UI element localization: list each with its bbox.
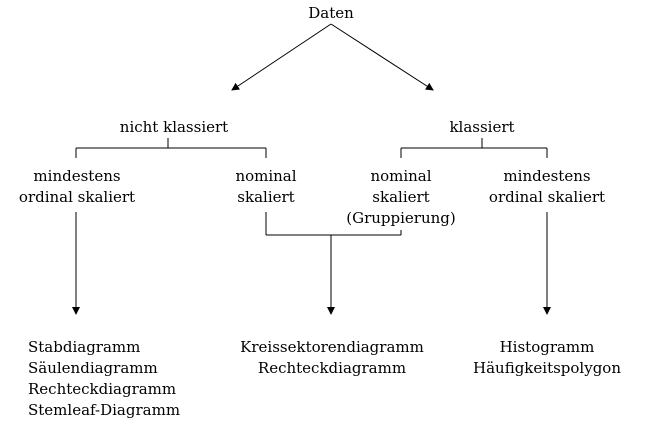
category-line: nominal xyxy=(235,167,297,185)
output-item: Häufigkeitspolygon xyxy=(473,359,621,377)
category-line: nominal xyxy=(370,167,432,185)
category-line: mindestens xyxy=(503,167,591,185)
output-right-list: Histogramm Häufigkeitspolygon xyxy=(473,337,621,379)
edge-root-right xyxy=(330,23,434,91)
root-node: Daten xyxy=(308,4,354,22)
category-line: ordinal skaliert xyxy=(488,188,606,206)
edge-root-left xyxy=(231,23,332,91)
branch-nicht-klassiert: nicht klassiert xyxy=(119,118,229,136)
category-line: mindestens xyxy=(33,167,121,185)
category-line: ordinal skaliert xyxy=(18,188,136,206)
output-item: Kreissektorendiagramm xyxy=(240,338,424,356)
output-left-list: Stabdiagramm Säulendiagramm Rechteckdiag… xyxy=(28,337,180,421)
output-item: Stabdiagramm xyxy=(28,338,141,356)
output-item: Rechteckdiagramm xyxy=(28,380,177,398)
category-left-ordinal: mindestens ordinal skaliert xyxy=(19,166,135,208)
output-item: Stemleaf-Diagramm xyxy=(28,401,181,419)
output-item: Rechteckdiagramm xyxy=(257,359,407,377)
category-left-nominal: nominal skaliert xyxy=(235,166,296,208)
output-middle-list: Kreissektorendiagramm Rechteckdiagramm xyxy=(240,337,424,379)
category-right-nominal: nominal skaliert (Gruppierung) xyxy=(346,166,456,229)
output-item: Säulendiagramm xyxy=(28,359,158,377)
branch-klassiert: klassiert xyxy=(449,118,515,136)
output-item: Histogramm xyxy=(499,338,595,356)
category-line: skaliert xyxy=(237,188,295,206)
category-line: (Gruppierung) xyxy=(346,209,456,227)
category-line: skaliert xyxy=(372,188,430,206)
category-right-ordinal: mindestens ordinal skaliert xyxy=(489,166,605,208)
